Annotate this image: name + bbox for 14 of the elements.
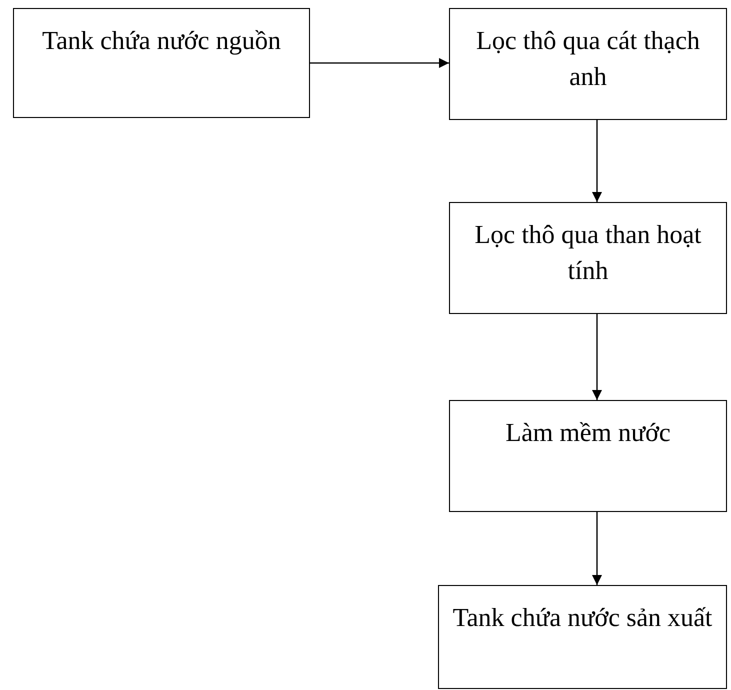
arrow	[592, 314, 602, 400]
step-label: Lọc thô qua than hoạt tính	[474, 219, 702, 287]
process-box	[449, 8, 727, 120]
process-box	[449, 400, 727, 512]
arrow	[592, 120, 602, 202]
step-label: Tank chứa nước nguồn	[41, 25, 282, 57]
arrow	[310, 58, 449, 68]
process-box	[449, 202, 727, 314]
process-box	[438, 585, 727, 689]
step-label: Tank chứa nước sản xuất	[452, 602, 714, 634]
step-label: Làm mềm nước	[504, 417, 672, 449]
step-label: Lọc thô qua cát thạch anh	[475, 25, 701, 93]
arrow	[592, 512, 602, 585]
process-box	[13, 8, 310, 118]
